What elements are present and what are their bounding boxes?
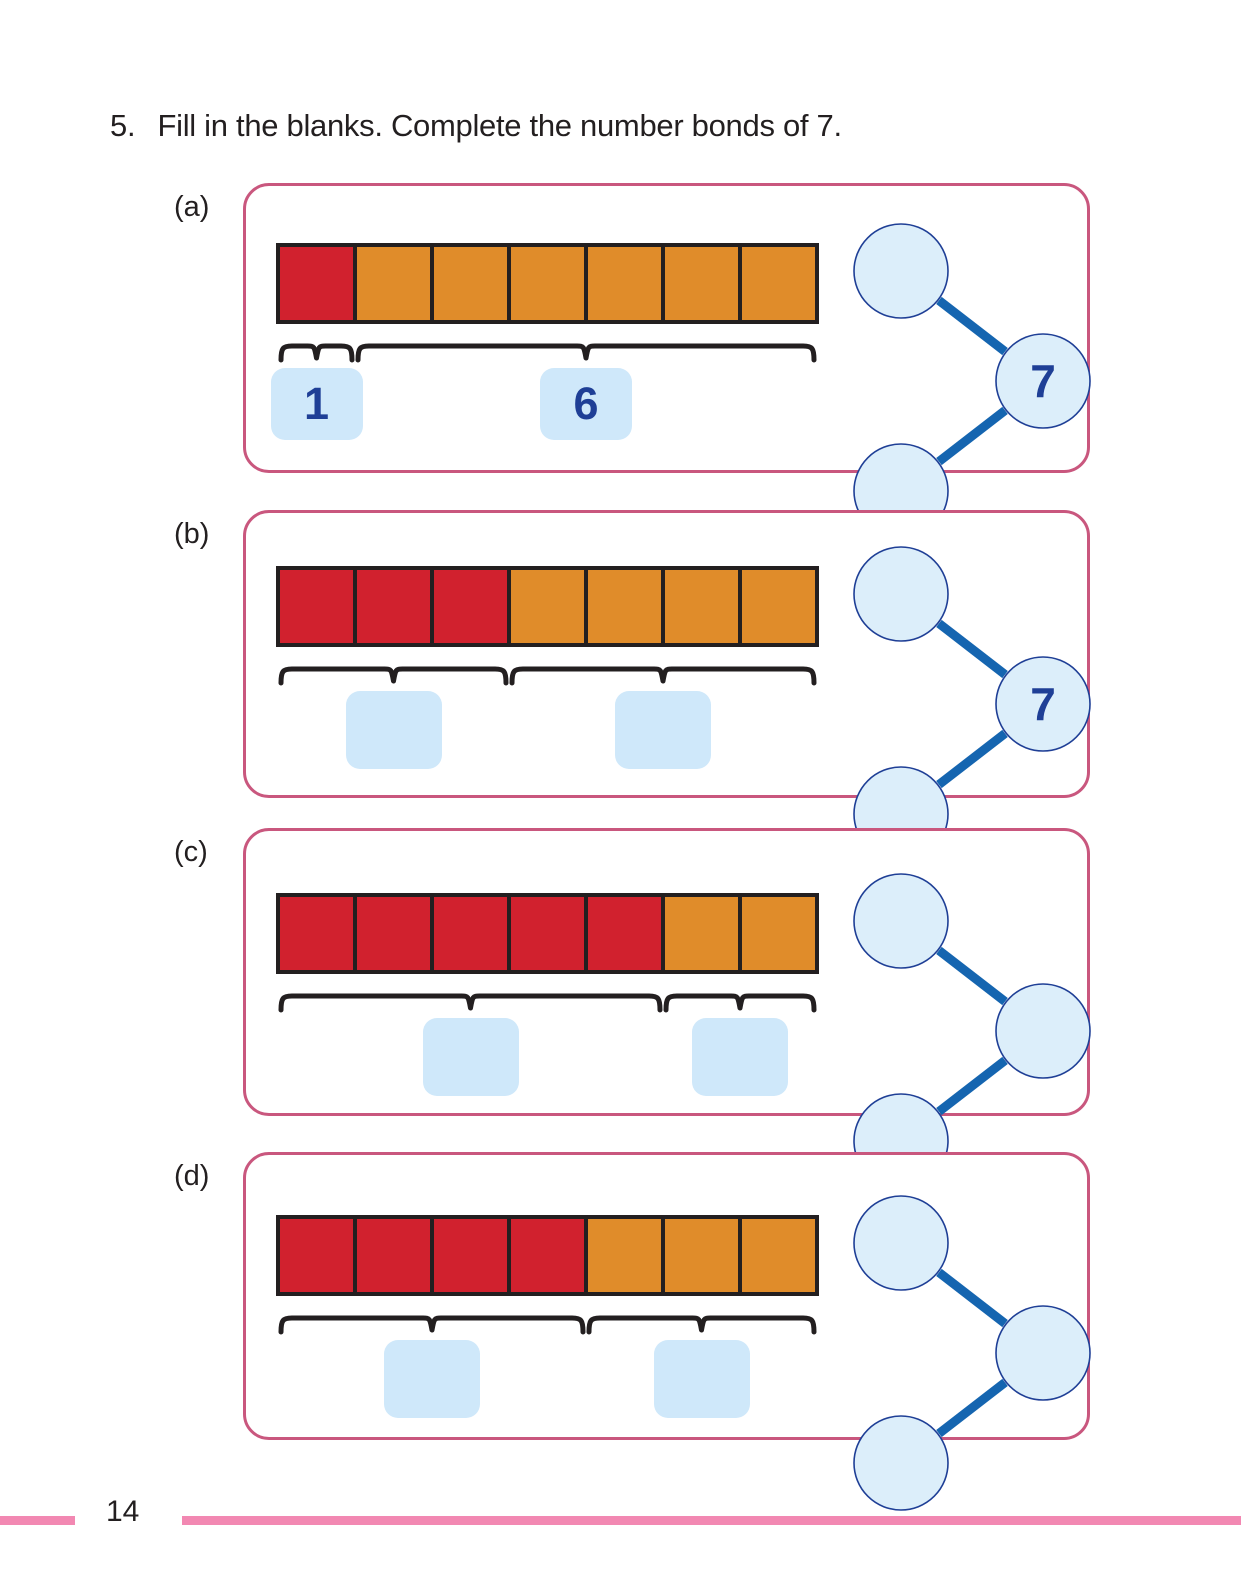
answer-box[interactable] — [615, 691, 711, 769]
bar-cell-orange — [742, 247, 815, 320]
bar-cell-red — [357, 1219, 434, 1292]
number-bond — [853, 873, 1097, 1197]
group-brace — [278, 988, 663, 1014]
footer-rule-right — [182, 1516, 1241, 1525]
answer-box[interactable] — [384, 1340, 480, 1418]
group-brace — [355, 338, 817, 364]
answer-box[interactable] — [345, 691, 442, 769]
bar-cell-orange — [588, 247, 665, 320]
bar-cell-orange — [588, 1219, 665, 1292]
bar-model — [276, 1215, 819, 1296]
bar-model — [276, 243, 819, 324]
bond-whole[interactable]: 7 — [1030, 355, 1056, 407]
group-brace — [278, 338, 355, 364]
bar-model — [276, 566, 819, 647]
bar-cell-red — [588, 897, 665, 970]
bar-cell-orange — [665, 897, 742, 970]
number-bond — [853, 223, 1097, 547]
bar-cell-red — [280, 897, 357, 970]
group-brace — [278, 661, 509, 687]
bar-cell-orange — [742, 570, 815, 643]
group-brace — [663, 988, 817, 1014]
page-number: 14 — [106, 1495, 140, 1528]
bar-model — [276, 893, 819, 974]
bar-cell-orange — [511, 570, 588, 643]
bar-cell-red — [511, 897, 588, 970]
bar-cell-red — [280, 247, 357, 320]
answer-box[interactable] — [422, 1018, 519, 1096]
part-label-b: (b) — [174, 518, 210, 550]
answer-box[interactable]: 1 — [270, 368, 363, 440]
bar-cell-orange — [742, 1219, 815, 1292]
group-brace — [509, 661, 817, 687]
bar-cell-red — [511, 1219, 588, 1292]
footer-rule-left — [0, 1516, 75, 1525]
bar-cell-red — [280, 570, 357, 643]
question-text: Fill in the blanks. Complete the number … — [157, 108, 842, 143]
bond-whole[interactable]: 7 — [1030, 678, 1056, 730]
bar-cell-red — [434, 897, 511, 970]
part-label-c: (c) — [174, 836, 208, 868]
bar-cell-orange — [665, 570, 742, 643]
bar-cell-orange — [357, 247, 434, 320]
question-number: 5. — [110, 108, 136, 143]
part-label-d: (d) — [174, 1160, 210, 1192]
bar-cell-orange — [434, 247, 511, 320]
bar-cell-orange — [665, 247, 742, 320]
bar-cell-orange — [588, 570, 665, 643]
answer-box[interactable]: 6 — [540, 368, 632, 440]
number-bond — [853, 1195, 1097, 1519]
answer-box[interactable] — [653, 1340, 750, 1418]
group-brace — [586, 1310, 817, 1336]
bar-cell-red — [357, 570, 434, 643]
bar-cell-red — [434, 1219, 511, 1292]
group-brace — [278, 1310, 586, 1336]
bar-cell-orange — [665, 1219, 742, 1292]
question-heading: 5. Fill in the blanks. Complete the numb… — [110, 108, 1110, 144]
question-panel — [243, 183, 1090, 473]
part-label-a: (a) — [174, 191, 210, 223]
answer-box[interactable] — [692, 1018, 788, 1096]
bar-cell-orange — [742, 897, 815, 970]
bar-cell-red — [357, 897, 434, 970]
bar-cell-red — [434, 570, 511, 643]
bar-cell-orange — [511, 247, 588, 320]
bar-cell-red — [280, 1219, 357, 1292]
